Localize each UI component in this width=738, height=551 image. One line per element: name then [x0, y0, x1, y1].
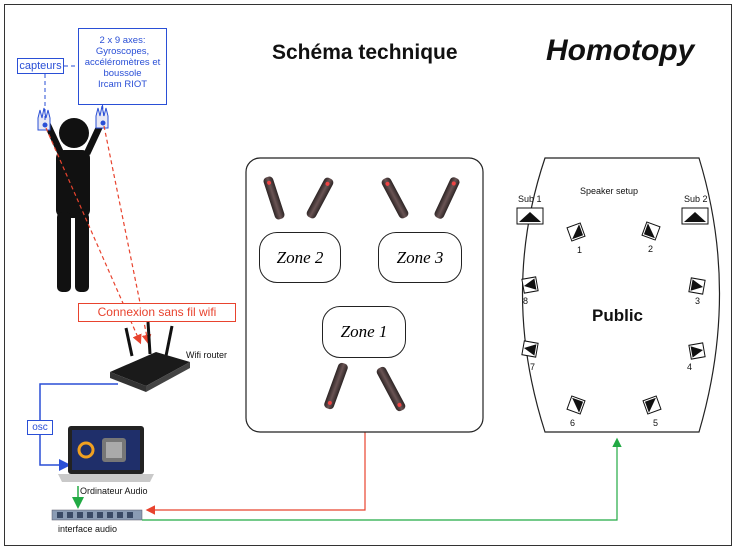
speakers — [521, 221, 706, 415]
microphones — [263, 176, 460, 412]
audio-interface-device — [51, 509, 143, 521]
computer-label: Ordinateur Audio — [80, 486, 148, 496]
wifi-router — [110, 321, 190, 392]
sub-woofer-1 — [516, 207, 544, 225]
osc-label: osc — [27, 420, 53, 435]
sub-1-label: Sub 1 — [518, 194, 542, 204]
router-label: Wifi router — [186, 350, 228, 360]
sensors-line: boussole — [103, 68, 142, 79]
interface-to-speakers-link — [142, 437, 622, 521]
brand-title: Homotopy — [546, 34, 695, 67]
wifi-connection-label: Connexion sans fil wifi — [78, 303, 236, 322]
stage-panel — [245, 157, 484, 433]
speaker-label-7: 7 — [530, 362, 536, 372]
diagram-frame — [4, 4, 732, 546]
speaker-4 — [688, 342, 706, 360]
mic-zone3-left — [381, 177, 409, 219]
mics-to-interface-link — [145, 432, 366, 515]
sensors-line: accéléromètres et — [84, 57, 161, 68]
speaker-5 — [642, 395, 662, 415]
speaker-label-1: 1 — [577, 245, 583, 255]
sensors-description: 2 x 9 axes: Gyroscopes, accéléromètres e… — [78, 28, 167, 105]
speaker-label-6: 6 — [570, 418, 576, 428]
speaker-6 — [566, 395, 586, 415]
zone-2: Zone 2 — [259, 232, 341, 283]
speaker-label-3: 3 — [695, 296, 701, 306]
speaker-8 — [521, 276, 539, 294]
sensors-line: Gyroscopes, — [95, 46, 150, 57]
sensor-glove-left — [37, 107, 51, 131]
audience-label: Public — [592, 306, 644, 325]
mic-zone2-left — [263, 176, 285, 220]
speaker-label-4: 4 — [687, 362, 693, 372]
mic-zone2-right — [306, 177, 334, 219]
sub-2-label: Sub 2 — [684, 194, 708, 204]
speaker-setup-title: Speaker setup — [580, 186, 639, 196]
speaker-7 — [521, 340, 539, 358]
performer-figure — [44, 118, 104, 292]
audio-interface-label: interface audio — [58, 524, 118, 534]
speaker-1 — [566, 222, 586, 242]
sub-woofer-2 — [681, 207, 709, 225]
sensors-label: capteurs — [17, 58, 64, 74]
speaker-3 — [688, 277, 706, 295]
audio-laptop — [58, 426, 154, 482]
mic-zone3-right — [434, 177, 460, 219]
speaker-label-2: 2 — [648, 244, 654, 254]
sensors-line: 2 x 9 axes: — [99, 35, 146, 46]
speaker-label-8: 8 — [523, 296, 529, 306]
zone-3: Zone 3 — [378, 232, 462, 283]
speaker-2 — [641, 221, 661, 241]
zone-1: Zone 1 — [322, 306, 406, 358]
speaker-label-5: 5 — [653, 418, 659, 428]
sensor-glove-right — [95, 105, 109, 129]
page-title: Schéma technique — [272, 41, 458, 64]
mic-zone1-right — [376, 366, 406, 412]
sensors-line: Ircam RIOT — [97, 79, 148, 90]
mic-zone1-left — [324, 362, 348, 410]
